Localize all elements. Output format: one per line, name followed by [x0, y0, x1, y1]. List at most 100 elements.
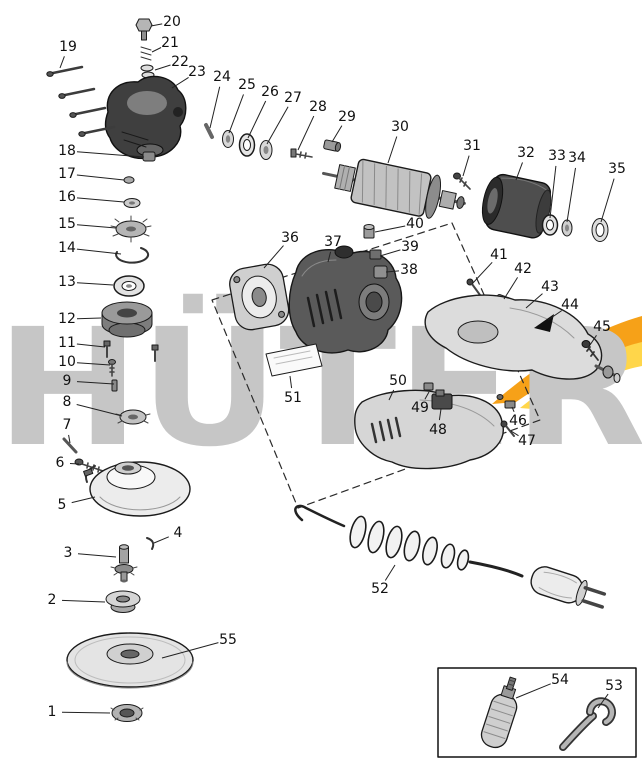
part-24-pin: [204, 123, 214, 139]
part-26-bearing: [238, 133, 256, 157]
part-39-carbon-brush: [369, 249, 382, 260]
part-48-switch: [431, 389, 453, 410]
part-30-rotor-armature: [322, 158, 466, 219]
leader-line-13: [76, 282, 114, 286]
part-43-handle-housing-upper: [424, 294, 621, 383]
part-16-washer: [123, 198, 141, 208]
leader-line-7: [68, 434, 71, 444]
leader-line-21: [151, 47, 162, 53]
leader-line-30: [387, 136, 398, 164]
leader-line-14: [76, 248, 122, 255]
part-46-cord-clamp: [496, 394, 516, 409]
leader-line-31: [462, 155, 470, 177]
leader-line-3: [77, 553, 117, 558]
part-52-power-cord: [294, 504, 607, 609]
leader-line-18: [76, 151, 145, 158]
part-2-inner-flange: [105, 590, 141, 613]
part-33-bearing: [541, 214, 559, 236]
part-11-screws: [103, 340, 159, 362]
part-34-washer: [561, 219, 573, 237]
part-31-screw: [453, 172, 471, 190]
part-8-gear-washer: [115, 409, 151, 425]
part-47-screw: [500, 420, 515, 437]
part-1-lock-nut: [110, 704, 144, 722]
part-25-washer: [222, 130, 234, 148]
part-7-pin: [62, 437, 78, 454]
part-37-motor-housing: [288, 245, 403, 354]
part-32-stator: [481, 173, 552, 239]
leader-line-53: [597, 693, 609, 709]
leader-line-34: [566, 167, 576, 223]
part-41-screw: [466, 278, 481, 296]
part-36-bearing-plate: [229, 263, 290, 331]
leader-line-52: [384, 564, 396, 581]
leader-line-46: [511, 406, 515, 413]
part-14-circlip: [115, 247, 150, 264]
leader-line-20: [150, 23, 163, 27]
leader-line-19: [59, 56, 65, 69]
leader-line-16: [76, 197, 125, 203]
leader-line-38: [385, 270, 400, 273]
part-13-bearing: [113, 275, 145, 297]
leader-line-17: [76, 174, 125, 181]
leader-line-40: [374, 225, 406, 233]
part-12-bearing-flange: [101, 301, 153, 338]
leader-line-35: [600, 178, 615, 223]
part-28-screw: [290, 148, 313, 159]
leader-line-8: [76, 404, 123, 417]
part-35-washer: [591, 218, 609, 242]
leader-line-42: [503, 277, 519, 300]
leader-line-6: [69, 463, 80, 465]
part-10-screw: [108, 359, 116, 377]
leader-line-54: [515, 683, 551, 699]
part-54-side-handle: [480, 676, 518, 749]
leader-line-26: [247, 100, 267, 139]
part-21-spring-washer: [140, 46, 152, 61]
part-20-bolt: [135, 18, 153, 41]
leader-line-2: [61, 599, 106, 603]
leader-line-47: [510, 430, 519, 437]
part-45-screw: [581, 340, 599, 361]
part-4-retaining-clip: [146, 537, 155, 550]
leader-line-51: [289, 375, 293, 389]
leader-line-28: [297, 115, 315, 151]
part-49-switch-button: [423, 382, 434, 391]
leader-line-12: [76, 317, 102, 320]
part-40-brush-cap: [363, 224, 375, 239]
part-27-washer: [259, 140, 273, 160]
leader-line-5: [71, 496, 96, 504]
leader-line-27: [266, 106, 289, 145]
leader-line-4: [153, 536, 169, 544]
leader-line-33: [549, 165, 557, 219]
leader-line-29: [331, 125, 343, 143]
part-23-gear-head-housing: [104, 75, 187, 159]
leader-line-10: [76, 362, 111, 366]
power-plug: [530, 566, 607, 609]
leader-line-1: [61, 711, 111, 714]
leader-line-15: [76, 224, 117, 229]
leader-line-55: [161, 642, 219, 659]
leader-line-9: [76, 381, 115, 385]
part-50-handle-housing-lower: [354, 389, 504, 470]
subassembly-dashed-outline: [211, 222, 541, 509]
leader-line-11: [76, 343, 106, 348]
leader-line-37: [327, 251, 332, 263]
leader-line-22: [154, 64, 171, 71]
leader-line-32: [515, 162, 523, 181]
leader-line-43: [525, 293, 543, 309]
leader-line-24: [209, 86, 221, 129]
part-29-sleeve: [323, 139, 342, 152]
leader-line-36: [263, 245, 284, 269]
leader-line-48: [438, 408, 442, 421]
leader-line-44: [547, 310, 562, 321]
leader-line-45: [589, 335, 597, 346]
leader-line-39: [379, 249, 401, 257]
part-5-wheel-guard: [83, 461, 191, 517]
part-53-spanner-wrench: [559, 697, 616, 751]
leader-line-25: [228, 94, 244, 134]
part-3-spindle: [110, 544, 138, 583]
leader-line-41: [471, 261, 493, 285]
accessories-box: [437, 667, 637, 758]
